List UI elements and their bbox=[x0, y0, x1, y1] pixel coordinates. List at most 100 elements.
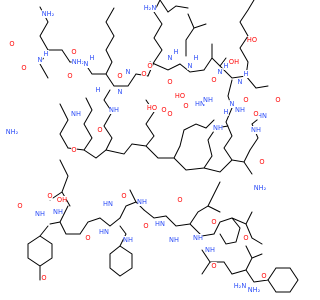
bond bbox=[245, 253, 263, 271]
nitrogen-atom-label: H bbox=[223, 108, 229, 116]
oxygen-atom-label: O bbox=[97, 126, 103, 134]
atom-label-text: N bbox=[126, 68, 131, 76]
atom-label-text: O bbox=[97, 126, 102, 134]
bond bbox=[83, 149, 107, 159]
label-background bbox=[217, 68, 223, 76]
atom-label-text: O bbox=[211, 262, 216, 270]
atom-label-text: O bbox=[167, 78, 172, 86]
label-background bbox=[213, 124, 223, 132]
label-background bbox=[177, 196, 183, 204]
nitrogen-atom-label: N bbox=[83, 60, 89, 68]
atom-label-text: N bbox=[230, 100, 235, 108]
nitrogen-atom-label: NH bbox=[235, 106, 245, 114]
label-background bbox=[223, 62, 229, 70]
nitrogen-atom-label: HN bbox=[99, 228, 109, 236]
label-background bbox=[161, 106, 167, 114]
label-background bbox=[275, 96, 281, 104]
bond bbox=[245, 245, 253, 259]
nitrogen-atom-label: N bbox=[229, 100, 235, 108]
atom-label-text: O bbox=[9, 40, 14, 48]
label-background bbox=[203, 96, 213, 104]
atom-label-text: NH bbox=[205, 246, 215, 254]
bond bbox=[255, 85, 269, 89]
label-background bbox=[243, 234, 249, 242]
oxygen-atom-label: O bbox=[183, 102, 189, 110]
label-background bbox=[125, 68, 131, 76]
label-background bbox=[141, 70, 147, 78]
nitrogen-atom-label: H bbox=[43, 50, 49, 58]
label-background bbox=[237, 78, 243, 86]
bond bbox=[105, 73, 137, 87]
label-background bbox=[223, 108, 229, 116]
bond bbox=[185, 13, 195, 57]
oxygen-atom-label: O bbox=[177, 196, 183, 204]
label-background bbox=[183, 102, 189, 110]
bond bbox=[213, 217, 233, 235]
nitrogen-atom-label: NH bbox=[169, 236, 179, 244]
bond bbox=[203, 159, 233, 173]
atom-label-text: O bbox=[85, 234, 90, 242]
atom-label-text: NH bbox=[53, 208, 63, 216]
nitrogen-atom-label: NH bbox=[203, 96, 213, 104]
label-background bbox=[187, 62, 193, 70]
atom-label-text: N bbox=[118, 88, 123, 96]
atom-label-text: O bbox=[141, 70, 146, 78]
label-background bbox=[169, 236, 179, 244]
atom-label-text: N bbox=[188, 62, 193, 70]
atom-label-text: O bbox=[261, 272, 266, 280]
atom-label-text: HN bbox=[257, 112, 267, 120]
label-background bbox=[247, 286, 261, 294]
nitrogen-atom-label: NH₂ bbox=[247, 286, 261, 294]
atom-label-text: O bbox=[211, 218, 216, 226]
atom-label-text: NH₂ bbox=[72, 58, 85, 66]
label-background bbox=[175, 92, 185, 100]
oxygen-atom-label: O bbox=[259, 158, 265, 166]
atom-label-text: H bbox=[224, 62, 229, 70]
label-background bbox=[9, 40, 15, 48]
bond bbox=[203, 57, 227, 71]
atom-label-text: HN bbox=[195, 100, 205, 108]
label-background bbox=[121, 192, 127, 200]
label-background bbox=[193, 234, 203, 242]
label-background bbox=[247, 36, 257, 44]
atom-label-text: O bbox=[41, 274, 46, 282]
oxygen-atom-label: O bbox=[71, 146, 77, 154]
atom-label-text: H bbox=[44, 50, 49, 58]
label-background bbox=[173, 48, 179, 56]
oxygen-atom-label: O bbox=[85, 234, 91, 242]
oxygen-atom-label: O bbox=[261, 272, 267, 280]
nitrogen-atom-label: NH₂ bbox=[5, 128, 19, 136]
atom-label-text: H bbox=[174, 48, 179, 56]
atom-label-text: O bbox=[147, 62, 152, 70]
atom-label-text: N bbox=[84, 60, 89, 68]
bond bbox=[105, 143, 133, 155]
nitrogen-atom-label: HN bbox=[155, 220, 165, 228]
oxygen-atom-label: HO bbox=[147, 104, 157, 112]
bond bbox=[39, 6, 49, 79]
label-background bbox=[167, 110, 173, 118]
label-background bbox=[57, 196, 67, 204]
nitrogen-atom-label: NH₂ bbox=[253, 184, 267, 192]
label-background bbox=[17, 202, 23, 210]
nitrogen-atom-label: NH bbox=[109, 106, 119, 114]
nitrogen-atom-label: H bbox=[95, 86, 101, 94]
bond bbox=[129, 189, 137, 203]
bond bbox=[103, 89, 113, 151]
bond bbox=[179, 63, 205, 73]
nitrogen-atom-label: N bbox=[117, 88, 123, 96]
atom-label-text: N bbox=[38, 56, 43, 64]
label-background bbox=[41, 274, 47, 282]
oxygen-atom-label: OH bbox=[57, 196, 67, 204]
atom-label-text: O bbox=[243, 234, 248, 242]
label-background bbox=[53, 208, 63, 216]
label-background bbox=[95, 86, 101, 94]
bond bbox=[219, 217, 241, 245]
atom-label-text: HO bbox=[175, 92, 185, 100]
bond bbox=[165, 215, 191, 227]
label-background bbox=[83, 60, 89, 68]
label-background bbox=[211, 218, 217, 226]
atom-label-text: NH bbox=[203, 96, 213, 104]
nitrogen-atom-label: H bbox=[173, 48, 179, 56]
oxygen-atom-label: O bbox=[243, 234, 249, 242]
label-background bbox=[229, 58, 239, 66]
